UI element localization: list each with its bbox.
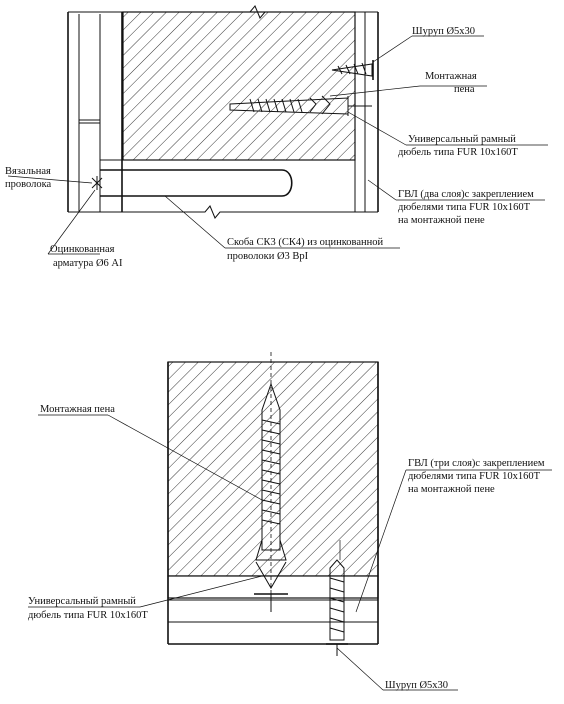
- label-gvl-bottom-1: ГВЛ (три слоя)с закреплением: [408, 458, 545, 469]
- label-gvl-bottom-2: дюбелями типа FUR 10х160Т: [408, 471, 541, 482]
- label-tie-2: проволока: [5, 179, 52, 190]
- dowel-fur-top: [229, 95, 372, 116]
- label-bracket-1: Скоба СК3 (СК4) из оцинкованной: [227, 237, 383, 248]
- label-foam-top-1: Монтажная: [425, 71, 477, 82]
- top-diagram: [7, 5, 548, 255]
- label-bracket-2: проволоки Ø3 ВрI: [227, 251, 309, 262]
- label-gvl-top-2: дюбелями типа FUR 10х160Т: [398, 202, 531, 213]
- label-screw-top: Шуруп Ø5х30: [412, 26, 475, 37]
- bottom-diagram: [28, 352, 552, 691]
- label-dowel-top-1: Универсальный рамный: [408, 134, 516, 145]
- label-dowel-bottom-1: Универсальный рамный: [28, 596, 136, 607]
- label-dowel-top-2: дюбель типа FUR 10х160Т: [398, 147, 518, 158]
- label-rebar-2: арматура Ø6 АI: [53, 258, 123, 269]
- screw-bottom: [326, 540, 348, 656]
- label-gvl-bottom-3: на монтажной пене: [408, 484, 495, 495]
- label-gvl-top-3: на монтажной пене: [398, 215, 485, 226]
- tie-wire-icon: [91, 176, 103, 190]
- label-foam-bottom: Монтажная пена: [40, 404, 115, 415]
- dowel-fur-bottom: [254, 382, 288, 612]
- screw-top: [331, 60, 374, 80]
- masonry-block-bottom: [167, 361, 379, 577]
- label-tie-1: Вязальная: [5, 166, 51, 177]
- label-rebar-1: Оцинкованная: [50, 244, 115, 255]
- label-foam-top-2: пена: [454, 84, 475, 95]
- label-screw-bottom: Шуруп Ø5х30: [385, 680, 448, 691]
- masonry-block-top: [122, 11, 356, 161]
- label-dowel-bottom-2: дюбель типа FUR 10х160Т: [28, 610, 148, 621]
- label-gvl-top-1: ГВЛ (два слоя)с закреплением: [398, 189, 534, 200]
- bracket-sk3: [100, 169, 293, 197]
